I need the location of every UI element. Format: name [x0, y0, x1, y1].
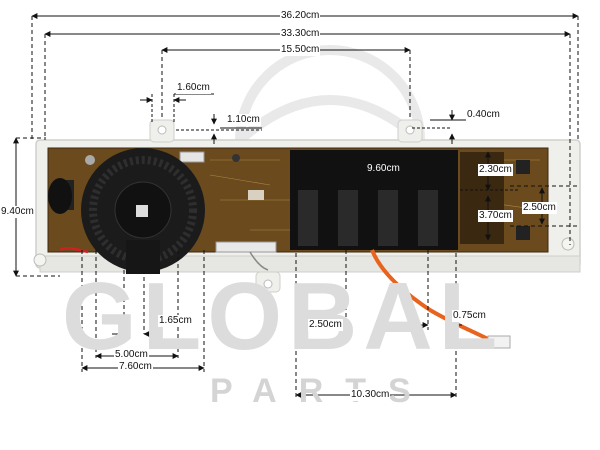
- dim-display-width: 9.60cm: [366, 163, 401, 175]
- dim-keypad-width: 10.30cm: [350, 389, 391, 401]
- program-dial: [48, 148, 205, 274]
- dim-knob-small: 1.65cm: [158, 315, 193, 327]
- dim-tab-height: 1.10cm: [226, 114, 261, 126]
- dim-mount-span: 33.30cm: [280, 28, 321, 40]
- wires: [59, 247, 511, 349]
- dim-tab-width: 1.60cm: [176, 82, 211, 94]
- dim-overall-width: 36.20cm: [280, 10, 321, 22]
- dim-right-tab: 0.40cm: [466, 109, 501, 121]
- dim-knob-inner: 5.00cm: [114, 349, 149, 361]
- dim-knob-outer: 7.60cm: [118, 361, 153, 373]
- dim-height: 9.40cm: [0, 206, 35, 218]
- dim-right-gap-top: 2.30cm: [478, 164, 513, 176]
- dim-key-pitch: 2.50cm: [308, 319, 343, 331]
- keypad-area: [290, 150, 530, 250]
- dim-connector: 0.75cm: [452, 310, 487, 322]
- dim-right-side: 2.50cm: [522, 202, 557, 214]
- dim-upper-span: 15.50cm: [280, 44, 321, 56]
- tagline-watermark: PARTS: [210, 372, 433, 410]
- dim-right-gap-mid: 3.70cm: [478, 210, 513, 222]
